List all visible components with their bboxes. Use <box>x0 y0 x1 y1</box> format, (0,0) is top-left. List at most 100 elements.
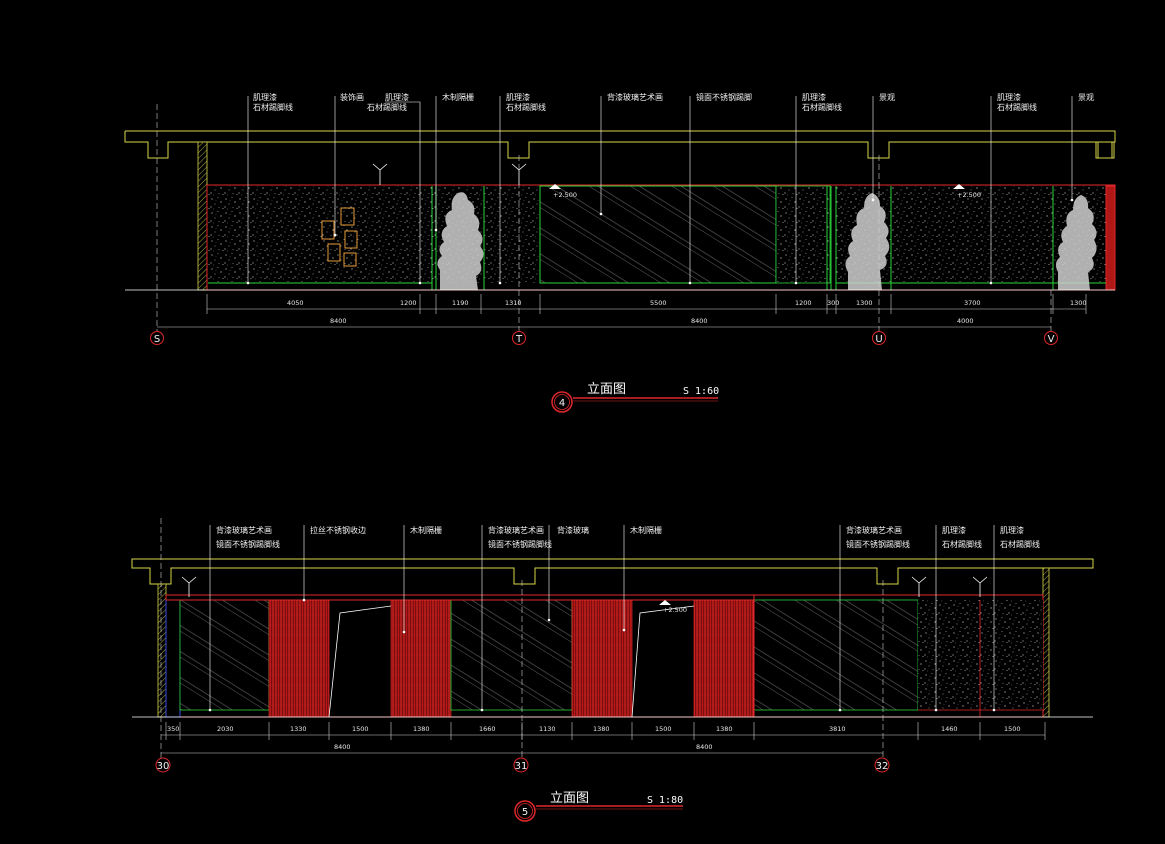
timber-screen <box>693 599 755 718</box>
callout-text: 镜面不锈钢踢脚线 <box>488 539 552 549</box>
dimension-text: 4050 <box>287 299 304 307</box>
dimension-text: 8400 <box>691 317 708 325</box>
axis-markers: 30 31 32 <box>155 757 890 773</box>
callout-text: 石材踢脚线 <box>802 102 842 112</box>
axis-label: V <box>1048 334 1055 345</box>
callout-text: 背漆玻璃艺术画 <box>846 525 902 535</box>
elevation-4: +2.500 +2.500 肌理漆 石材踢脚线 装饰画 肌理漆 石材踢脚线 木制… <box>124 92 1116 413</box>
door-opening <box>631 605 695 718</box>
beam-outline <box>124 130 1116 159</box>
level-text: +2.500 <box>553 191 577 199</box>
right-wall-red <box>1105 185 1116 291</box>
callout-leaders <box>247 96 1073 283</box>
glass-art-panel <box>539 185 777 284</box>
dimension-text: 8400 <box>330 317 347 325</box>
callout-text: 背漆玻璃艺术画 <box>488 525 544 535</box>
callout-text: 石材踢脚线 <box>506 102 546 112</box>
dimension-text: 8400 <box>334 743 351 751</box>
textured-paint-panel <box>208 186 432 283</box>
elevation-5-title: 5 立面图 S 1:80 <box>514 791 683 822</box>
callout-text: 背漆玻璃艺术画 <box>216 525 272 535</box>
textured-paint-panel <box>775 185 831 284</box>
plant-silhouette <box>437 192 1097 290</box>
decorative-paintings <box>321 207 358 267</box>
dimension-text: 1300 <box>1070 299 1087 307</box>
drawing-scale: S 1:60 <box>683 386 719 397</box>
dimension-text: 1300 <box>856 299 873 307</box>
callout-text: 石材踢脚线 <box>1000 539 1040 549</box>
callout-text: 肌理漆 <box>506 92 530 102</box>
dimension-text: 4000 <box>957 317 974 325</box>
callout-text: 肌理漆 <box>253 92 277 102</box>
level-text: +2.500 <box>957 191 981 199</box>
axis-label: U <box>875 334 882 345</box>
level-text: +2.500 <box>663 606 687 614</box>
callout-text: 背漆玻璃艺术画 <box>607 92 663 102</box>
callout-text: 肌理漆 <box>802 92 826 102</box>
dimension-text: 1310 <box>505 299 522 307</box>
dimension-text: 8400 <box>696 743 713 751</box>
callout-text: 石材踢脚线 <box>367 102 407 112</box>
glass-art-panel <box>179 599 270 711</box>
timber-screen <box>390 599 452 718</box>
dimension-text: 5500 <box>650 299 667 307</box>
dimension-text: 1500 <box>352 725 369 733</box>
drawing-title: 立面图 <box>550 791 589 806</box>
dimension-text: 1200 <box>400 299 417 307</box>
dimension-text: 2030 <box>217 725 234 733</box>
glass-art-panel <box>753 599 919 711</box>
callout-text: 肌理漆 <box>1000 525 1024 535</box>
axis-label: 32 <box>876 761 889 772</box>
callout-text: 木制隔栅 <box>630 525 662 535</box>
callout-text: 拉丝不锈钢收边 <box>310 525 366 535</box>
door-opening <box>328 605 392 718</box>
callout-text: 背漆玻璃 <box>557 525 589 535</box>
drawing-scale: S 1:80 <box>647 795 683 806</box>
dimension-text: 1130 <box>539 725 556 733</box>
dimension-text: 300 <box>827 299 839 307</box>
callout-text: 镜面不锈钢踢脚线 <box>216 539 280 549</box>
dimension-text: 1200 <box>795 299 812 307</box>
dimension-text: 1380 <box>593 725 610 733</box>
ceiling-beam <box>125 130 1116 159</box>
axis-label: 30 <box>157 761 170 772</box>
elevation-4-title: 4 立面图 S 1:60 <box>551 382 719 413</box>
timber-screen <box>268 599 330 718</box>
dimension-text-row: 4050 1200 1190 1310 5500 1200 300 1300 3… <box>287 299 1087 325</box>
callout-text: 景观 <box>1078 93 1094 102</box>
dimension-text: 3810 <box>829 725 846 733</box>
textured-paint-panel <box>484 186 540 283</box>
dimension-text-row: 350 2030 1330 1500 1380 1660 1130 1380 1… <box>167 725 1021 751</box>
dimension-text: 1190 <box>452 299 469 307</box>
timber-screen <box>571 599 633 718</box>
callout-text: 景观 <box>879 93 895 102</box>
callout-text: 石材踢脚线 <box>942 539 982 549</box>
blue-edge-strip <box>165 599 181 718</box>
dimension-text: 350 <box>167 725 179 733</box>
drawing-title: 立面图 <box>587 382 626 397</box>
callout-leaders <box>209 525 995 710</box>
dimension-text: 1380 <box>716 725 733 733</box>
dimension-text: 1330 <box>290 725 307 733</box>
callout-labels: 背漆玻璃艺术画 镜面不锈钢踢脚线 拉丝不锈钢收边 木制隔栅 背漆玻璃艺术画 镜面… <box>216 525 1040 549</box>
callout-text: 木制隔栅 <box>410 525 442 535</box>
callout-text: 装饰画 <box>340 92 364 102</box>
axis-label: S <box>154 334 160 345</box>
drawing-number: 5 <box>522 807 528 818</box>
axis-markers: S T U V <box>150 331 1058 345</box>
axis-label: T <box>515 334 523 345</box>
drawing-number: 4 <box>559 398 565 409</box>
axis-label: 31 <box>515 761 528 772</box>
callout-text: 肌理漆 <box>385 92 409 102</box>
callout-text: 镜面不锈钢踢脚 <box>696 92 752 102</box>
callout-text: 镜面不锈钢踢脚线 <box>846 539 910 549</box>
dimension-text: 1500 <box>1004 725 1021 733</box>
callout-text: 石材踢脚线 <box>997 102 1037 112</box>
right-wall-section <box>1042 567 1050 718</box>
elevation-5: +2.500 背漆玻璃艺术画 镜面不锈钢踢脚线 拉丝不锈钢收边 木制隔栅 背漆玻… <box>131 518 1094 822</box>
glass-art-panel <box>450 599 573 711</box>
ceiling-beam <box>131 558 1094 585</box>
callout-text: 肌理漆 <box>997 92 1021 102</box>
dimension-text: 1500 <box>655 725 672 733</box>
